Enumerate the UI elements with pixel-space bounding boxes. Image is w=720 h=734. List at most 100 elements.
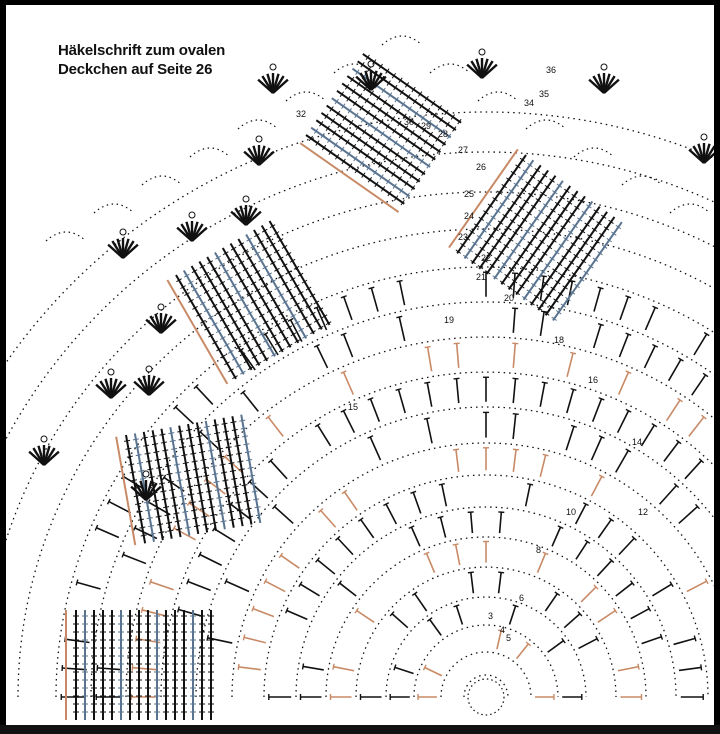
stitch-bar — [159, 433, 166, 436]
stitch-bar — [286, 288, 292, 293]
stitch-bar — [364, 153, 370, 159]
round-number-label: 19 — [444, 315, 454, 325]
bottom-border — [0, 725, 720, 734]
treble-stitch — [522, 200, 594, 301]
stitch-bar — [277, 238, 284, 242]
stitch-bar — [372, 59, 377, 65]
stitch-bar — [194, 476, 201, 479]
stitch-bar — [313, 300, 320, 305]
stitch-bar — [625, 408, 632, 413]
stitch-bar — [301, 663, 305, 670]
treble-stitch — [493, 180, 564, 280]
shell-stitch — [370, 75, 387, 91]
round-number-label: 4 — [500, 625, 505, 635]
stitch-mark — [566, 389, 575, 414]
edge-stitch — [166, 279, 229, 385]
stitch-bar — [228, 462, 235, 465]
shell-stitch — [245, 210, 262, 226]
stitch-bar — [75, 579, 79, 586]
stitch-bar — [189, 501, 196, 504]
stitch-bar — [250, 299, 257, 304]
stitch-bar — [160, 490, 167, 493]
stitch-bar — [334, 98, 339, 105]
stitch-bar — [397, 120, 402, 127]
shell-stitch — [481, 63, 498, 79]
stitch-bar — [359, 160, 365, 166]
stitch-bar — [355, 124, 360, 131]
stitch-bar — [144, 452, 151, 455]
stitch-bar — [549, 256, 555, 261]
stitch-bar — [401, 101, 406, 107]
stitch-bar — [553, 298, 559, 303]
stitch-mark — [574, 503, 587, 525]
stitch-bar — [485, 270, 491, 275]
round-number-label: 29 — [421, 121, 431, 131]
stitch-bar — [494, 257, 500, 262]
stitch-bar — [271, 503, 278, 510]
stitch-bar — [377, 107, 382, 113]
stitch-mark — [691, 374, 707, 396]
stitch-bar — [555, 280, 561, 285]
stitch-mark — [643, 345, 656, 369]
stitch-mark — [597, 519, 612, 539]
stitch-bar — [195, 276, 202, 281]
stitch-bar — [209, 457, 216, 460]
stitch-bar — [210, 465, 217, 468]
stitch-bar — [513, 182, 519, 187]
stitch-bar — [176, 528, 183, 531]
stitch-bar — [512, 412, 519, 415]
treble-stitch — [341, 82, 442, 154]
stitch-bar — [552, 190, 558, 195]
shell-stitch — [191, 226, 208, 242]
stitch-bar — [315, 557, 320, 563]
chain-round-15 — [6, 191, 714, 543]
stitch-bar — [269, 242, 276, 247]
stitch-bar — [135, 502, 142, 505]
stitch-bar — [337, 580, 343, 586]
stitch-bar — [538, 209, 544, 215]
stitch-bar — [193, 525, 200, 528]
stitch-bar — [398, 132, 403, 139]
stitch-bar — [510, 170, 517, 176]
stitch-bar — [203, 425, 210, 428]
stitch-mark — [425, 553, 436, 574]
stitch-mark — [242, 391, 259, 412]
stitch-mark — [539, 311, 545, 336]
stitch-mark — [252, 607, 275, 618]
stitch-mark — [316, 424, 332, 447]
stitch-bar — [647, 605, 652, 612]
stitch-bar — [414, 110, 419, 117]
stitch-bar — [223, 306, 230, 311]
treble-stitch — [326, 104, 426, 176]
stitch-bar — [197, 491, 204, 495]
stitch-bar — [324, 113, 329, 120]
stitch-bar — [235, 501, 242, 504]
stitch-bar — [179, 446, 187, 449]
stitch-bar — [652, 343, 659, 348]
stitch-mark — [342, 410, 356, 434]
title-line-1: Häkelschrift zum ovalen — [58, 42, 226, 59]
stitch-bar — [302, 334, 308, 339]
stitch-bar — [572, 223, 578, 229]
stitch-bar — [564, 188, 570, 194]
stitch-bar — [223, 343, 230, 347]
stitch-bar — [243, 443, 250, 446]
stitch-bar — [218, 455, 225, 458]
stitch-mark — [536, 553, 547, 574]
round-number-label: 5 — [506, 633, 511, 643]
treble-stitch — [544, 216, 616, 316]
stitch-bar — [393, 664, 397, 671]
stitch-bar — [242, 634, 246, 641]
stitch-bar — [399, 89, 404, 95]
stitch-bar — [231, 338, 238, 343]
stitch-bar — [548, 226, 554, 231]
stitch-bar — [273, 231, 280, 236]
stitch-bar — [247, 347, 254, 352]
stitch-bar — [188, 444, 195, 447]
stitch-bar — [424, 95, 429, 102]
stitch-bar — [519, 284, 525, 289]
stitch-bar — [163, 457, 170, 460]
stitch-bar — [499, 202, 506, 207]
stitch-bar — [146, 517, 153, 520]
stitch-bar — [239, 334, 246, 338]
